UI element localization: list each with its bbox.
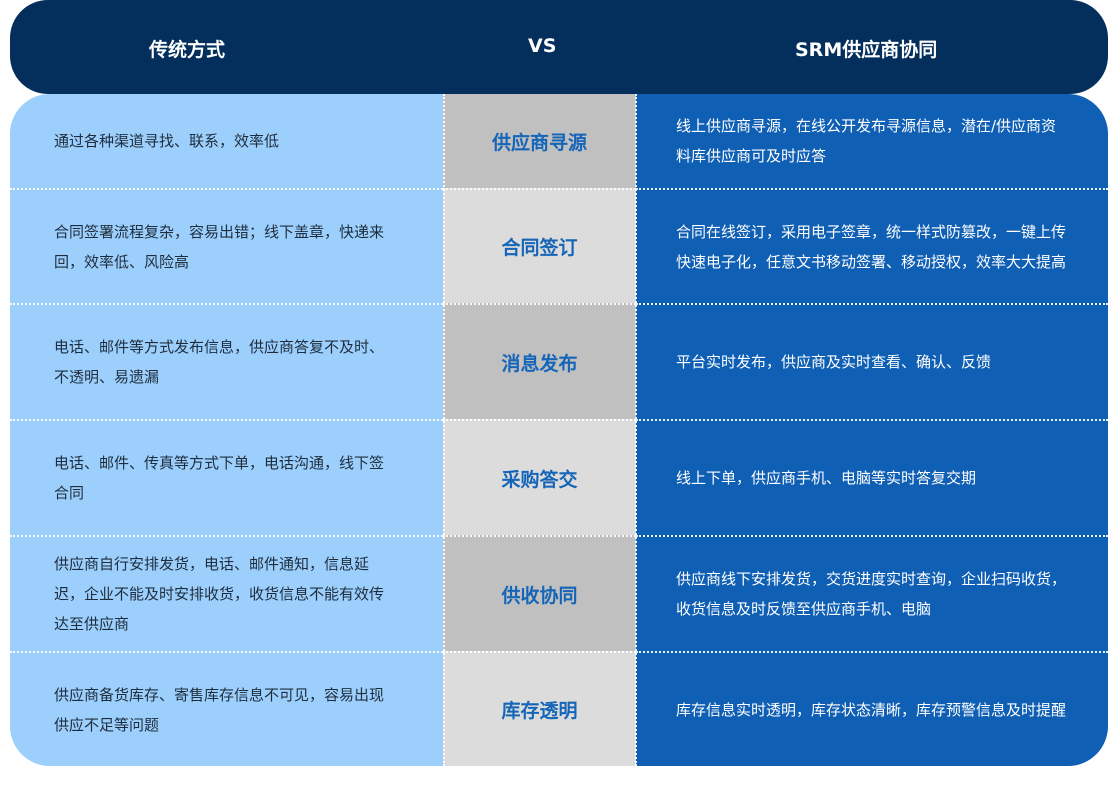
topic-cell-text: 采购答交 <box>501 468 578 491</box>
traditional-cell: 合同签署流程复杂，容易出错；线下盖章，快递来回，效率低、风险高 <box>10 188 443 303</box>
traditional-cell: 供应商自行安排发货，电话、邮件通知，信息延迟，企业不能及时安排收货，收货信息不能… <box>10 535 443 651</box>
topic-cell-text: 消息发布 <box>501 352 578 375</box>
traditional-cell-text: 合同签署流程复杂，容易出错；线下盖章，快递来回，效率低、风险高 <box>54 222 385 271</box>
topic-cell-text: 供收协同 <box>501 584 578 607</box>
header-vs: VS <box>528 35 557 57</box>
topic-cell: 库存透明 <box>443 651 636 766</box>
srm-cell-text: 线上供应商寻源，在线公开发布寻源信息，潜在/供应商资料库供应商可及时应答 <box>676 117 1057 165</box>
topic-cell: 供收协同 <box>443 535 636 651</box>
topic-cell: 采购答交 <box>443 419 636 535</box>
srm-cell: 线上供应商寻源，在线公开发布寻源信息，潜在/供应商资料库供应商可及时应答 <box>636 94 1108 188</box>
topic-cell: 消息发布 <box>443 303 636 419</box>
comparison-table: 通过各种渠道寻找、联系，效率低合同签署流程复杂，容易出错；线下盖章，快递来回，效… <box>10 94 1108 766</box>
topic-cell: 合同签订 <box>443 188 636 303</box>
srm-cell: 合同在线签订，采用电子签章，统一样式防篡改，一键上传快速电子化，任意文书移动签署… <box>636 188 1108 303</box>
topic-column: 供应商寻源合同签订消息发布采购答交供收协同库存透明 <box>443 94 636 766</box>
traditional-cell-text: 供应商自行安排发货，电话、邮件通知，信息延迟，企业不能及时安排收货，收货信息不能… <box>54 555 385 633</box>
traditional-cell-text: 电话、邮件、传真等方式下单，电话沟通，线下签合同 <box>54 454 385 502</box>
topic-cell-text: 供应商寻源 <box>491 131 587 154</box>
header-traditional: 传统方式 <box>149 39 226 61</box>
topic-cell: 供应商寻源 <box>443 94 636 188</box>
traditional-cell-text: 供应商备货库存、寄售库存信息不可见，容易出现供应不足等问题 <box>54 685 385 734</box>
header-srm: SRM供应商协同 <box>795 39 938 61</box>
srm-column: 线上供应商寻源，在线公开发布寻源信息，潜在/供应商资料库供应商可及时应答合同在线… <box>636 94 1108 766</box>
traditional-cell: 通过各种渠道寻找、联系，效率低 <box>10 94 443 188</box>
srm-cell-text: 合同在线签订，采用电子签章，统一样式防篡改，一键上传快速电子化，任意文书移动签署… <box>676 222 1067 271</box>
srm-cell: 平台实时发布，供应商及实时查看、确认、反馈 <box>636 303 1108 419</box>
srm-cell: 线上下单，供应商手机、电脑等实时答复交期 <box>636 419 1108 535</box>
topic-cell-text: 库存透明 <box>501 700 578 722</box>
traditional-cell: 电话、邮件、传真等方式下单，电话沟通，线下签合同 <box>10 419 443 535</box>
topic-cell-text: 合同签订 <box>501 237 578 259</box>
srm-cell-text: 供应商线下安排发货，交货进度实时查询，企业扫码收货，收货信息及时反馈至供应商手机… <box>676 570 1067 618</box>
srm-cell: 库存信息实时透明，库存状态清晰，库存预警信息及时提醒 <box>636 651 1108 766</box>
srm-cell: 供应商线下安排发货，交货进度实时查询，企业扫码收货，收货信息及时反馈至供应商手机… <box>636 535 1108 651</box>
traditional-cell: 供应商备货库存、寄售库存信息不可见，容易出现供应不足等问题 <box>10 651 443 766</box>
srm-cell-text: 线上下单，供应商手机、电脑等实时答复交期 <box>676 469 977 487</box>
srm-cell-text: 库存信息实时透明，库存状态清晰，库存预警信息及时提醒 <box>676 700 1067 719</box>
srm-cell-text: 平台实时发布，供应商及实时查看、确认、反馈 <box>676 353 992 371</box>
column-divider <box>443 94 445 766</box>
traditional-cell-text: 通过各种渠道寻找、联系，效率低 <box>54 132 280 150</box>
traditional-column: 通过各种渠道寻找、联系，效率低合同签署流程复杂，容易出错；线下盖章，快递来回，效… <box>10 94 443 766</box>
traditional-cell: 电话、邮件等方式发布信息，供应商答复不及时、不透明、易遗漏 <box>10 303 443 419</box>
comparison-header: 传统方式 VS SRM供应商协同 <box>10 0 1108 94</box>
column-divider <box>635 94 637 766</box>
traditional-cell-text: 电话、邮件等方式发布信息，供应商答复不及时、不透明、易遗漏 <box>54 338 385 386</box>
